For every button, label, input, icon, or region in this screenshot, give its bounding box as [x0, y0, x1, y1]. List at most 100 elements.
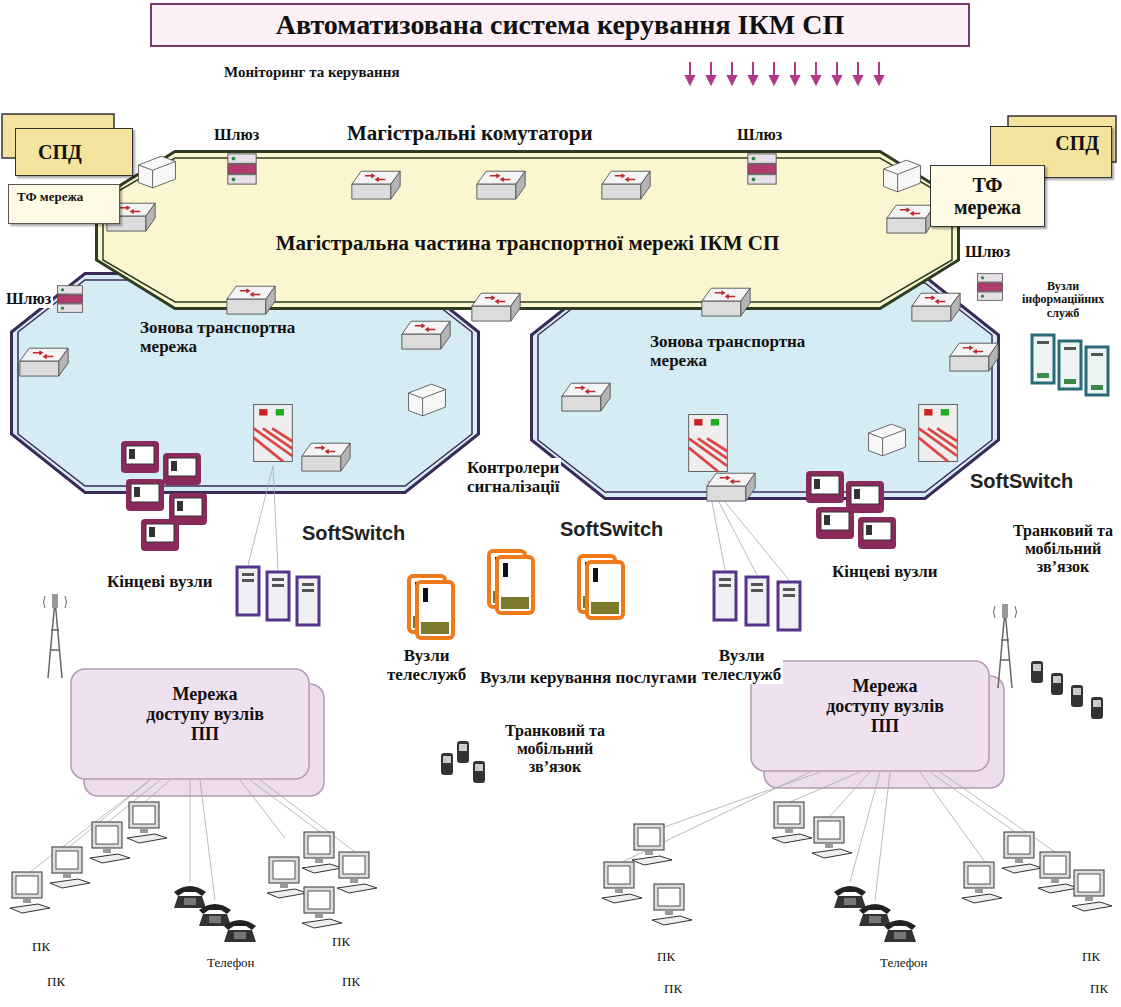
- switch-icon: [477, 171, 525, 199]
- end-nodes-label: Кінцеві вузли: [830, 562, 940, 581]
- network-box: ТФ мережа: [930, 165, 1045, 227]
- switch-icon: [702, 288, 750, 316]
- end-node-icon: [121, 441, 159, 473]
- ring-inner-line: [18, 280, 472, 486]
- controllers-label: Контролери сигналізації: [465, 458, 561, 496]
- ring-outline: [530, 275, 1000, 500]
- end-node-icon: [858, 517, 896, 549]
- region-text: Магістральна частина транспортної мережі…: [95, 232, 960, 256]
- diagram-title: Автоматизована система керування ІКМ СП: [150, 3, 970, 47]
- pc-icon: [632, 824, 672, 865]
- mobile-icon: [1071, 685, 1083, 707]
- ring-inner-line: [538, 283, 992, 492]
- controller-icon: [587, 562, 623, 618]
- switch-icon: [227, 286, 275, 314]
- ring-outline: [10, 272, 480, 494]
- wires: [30, 466, 1055, 900]
- server-icon: [237, 567, 259, 615]
- phone-label: Телефон: [205, 956, 257, 971]
- pc-icon: [1002, 832, 1042, 873]
- pc-icon: [337, 852, 377, 893]
- softswitch-label: SoftSwitch: [558, 518, 665, 540]
- teleservices-label: Вузли телеслужб: [700, 646, 783, 684]
- info-server-icon: [1059, 341, 1081, 389]
- softswitch-icon: [254, 404, 293, 461]
- ring-shape: [12, 274, 479, 493]
- phone-icon: [224, 920, 256, 942]
- end-node-icon: [163, 453, 201, 485]
- monitoring-arrows: [686, 62, 883, 84]
- mobile-icon: [473, 761, 485, 783]
- end-node-icon: [806, 471, 844, 503]
- pc-icon: [267, 857, 307, 898]
- switch-icon: [302, 443, 350, 471]
- switch-icon: [602, 171, 650, 199]
- controller-icon: [417, 582, 453, 638]
- trunk-mobile-label: Транковий та мобільний зв’язок: [1006, 522, 1120, 576]
- pc-icon: [302, 832, 342, 873]
- mobile-icon: [441, 753, 453, 775]
- access-shape: [71, 669, 309, 779]
- end-node-icon: [126, 479, 164, 511]
- pc-icon: [1072, 870, 1112, 911]
- pc-icon: [812, 817, 852, 858]
- server-icon: [297, 577, 319, 625]
- region-text: Мережа доступу вузлів ПП: [825, 676, 945, 736]
- monitoring-label: Моніторинг та керування: [222, 64, 402, 81]
- pc-label: ПК: [340, 975, 362, 990]
- pc-icon: [127, 802, 167, 843]
- pc-icon: [302, 887, 342, 928]
- phone-icon: [199, 904, 231, 926]
- gateway-label: Шлюз: [963, 243, 1012, 261]
- pc-label: ПК: [45, 975, 67, 990]
- gateway-icon: [978, 274, 1003, 301]
- mobile-icon: [1031, 661, 1043, 683]
- pc-icon: [50, 847, 90, 888]
- pc-label: ПК: [1088, 982, 1110, 997]
- phone-icon: [884, 920, 916, 942]
- pc-label: ПК: [662, 982, 684, 997]
- pc-label: ПК: [1080, 950, 1102, 965]
- pc-icon: [652, 884, 692, 925]
- box-text: СПД: [38, 141, 82, 163]
- access-network-box: Мережа доступу вузлів ПП: [750, 660, 990, 772]
- pc-icon: [10, 872, 50, 913]
- ring-inner-line: [103, 158, 952, 302]
- box-text: СПД: [1055, 132, 1099, 154]
- access-shape: [751, 661, 989, 771]
- box-text: ТФ мережа: [17, 190, 83, 204]
- trunk-mobile-label: Транковий та мобільний зв’язок: [498, 722, 612, 776]
- end-nodes-label: Кінцеві вузли: [105, 572, 215, 591]
- info-services-label: Вузли інформаційних служб: [1020, 280, 1106, 320]
- pc-icon: [772, 802, 812, 843]
- pc-label: ПК: [30, 940, 52, 955]
- phone-icon: [859, 904, 891, 926]
- server-icon: [714, 572, 736, 620]
- switch-icon: [352, 171, 400, 199]
- network-box: ТФ мережа: [8, 184, 120, 224]
- gateway-icon: [58, 286, 83, 313]
- region-text: Зонова транспортна мережа: [650, 332, 825, 370]
- switch-icon: [912, 293, 960, 321]
- ring-shape: [97, 152, 959, 309]
- info-server-icon: [1086, 347, 1108, 395]
- gateway-label: Шлюз: [735, 126, 784, 144]
- gateway-icon: [228, 154, 256, 184]
- end-node-icon: [141, 519, 179, 551]
- switch-icon: [20, 348, 68, 376]
- phone-label: Телефон: [878, 956, 930, 971]
- ring-outline: [95, 150, 960, 310]
- info-server-icon: [1032, 335, 1054, 383]
- controller-icon: [497, 557, 533, 613]
- mobile-icon: [1091, 697, 1103, 719]
- pc-icon: [602, 862, 642, 903]
- gateway-label: Шлюз: [212, 126, 261, 144]
- region-text: Мережа доступу вузлів ПП: [145, 684, 265, 744]
- switch-icon: [402, 321, 450, 349]
- box-text: ТФ мережа: [948, 174, 1028, 218]
- softswitch-icon: [919, 404, 958, 461]
- server-icon: [778, 582, 800, 630]
- zone-ring: Зонова транспортна мережа: [530, 275, 1000, 500]
- switch-icon: [950, 343, 998, 371]
